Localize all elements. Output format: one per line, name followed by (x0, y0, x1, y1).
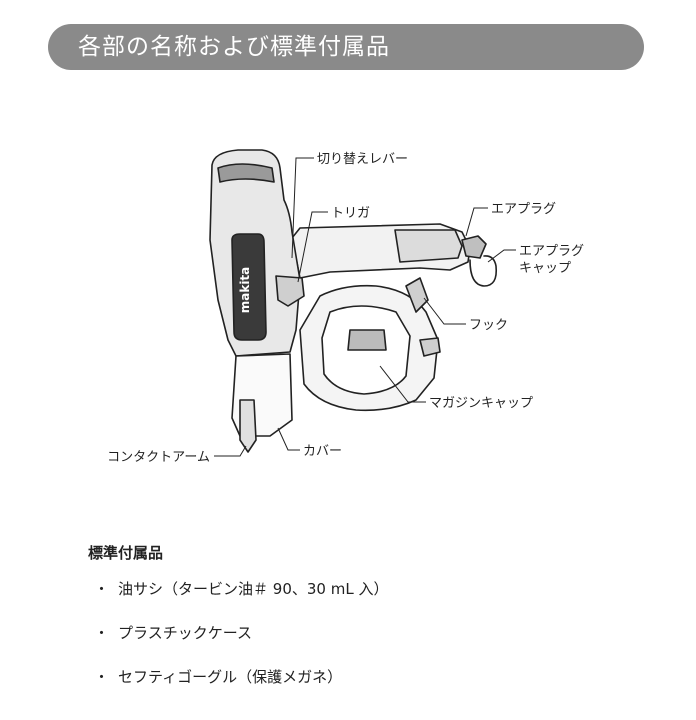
contact-arm (239, 399, 257, 453)
leader-contact-arm (214, 445, 247, 457)
label-contact-arm: コンタクトアーム (107, 450, 210, 465)
label-cover: カバー (303, 444, 342, 459)
head-cap (217, 163, 275, 183)
air-plug-tip (461, 235, 487, 259)
accessory-case: プラスチックケース (118, 624, 252, 642)
leader-air-plug-cap (487, 249, 516, 263)
list-item: ・セフティゴーグル（保護メガネ） (94, 666, 388, 688)
section-title-banner: 各部の名称および標準付属品 (48, 24, 644, 70)
leader-trigger (297, 211, 328, 283)
label-air-plug-cap-line2: キャップ (519, 261, 571, 276)
air-plug-cap-strap (469, 255, 498, 287)
leader-switch-lever (291, 157, 314, 259)
accessories-list: ・油サシ（タービン油＃ 90、30 mL 入） ・プラスチックケース ・セフティ… (94, 578, 388, 710)
brand-logo: makita (238, 267, 252, 314)
magazine-latch (419, 337, 441, 357)
label-trigger: トリガ (331, 206, 370, 221)
brand-panel (231, 233, 267, 341)
label-switch-lever: 切り替えレバー (317, 152, 408, 167)
leader-hook (423, 297, 466, 325)
bullet: ・ (94, 624, 110, 642)
list-item: ・プラスチックケース (94, 622, 388, 644)
leader-magazine-cap (379, 365, 426, 403)
leader-air-plug (465, 207, 488, 237)
label-air-plug: エアプラグ (491, 202, 556, 217)
accessory-oiler: 油サシ（タービン油＃ 90、30 mL 入） (118, 580, 389, 598)
section-title: 各部の名称および標準付属品 (78, 34, 390, 60)
label-hook: フック (469, 318, 508, 333)
list-item: ・油サシ（タービン油＃ 90、30 mL 入） (94, 578, 388, 600)
bullet: ・ (94, 668, 110, 686)
accessory-goggles: セフティゴーグル（保護メガネ） (118, 668, 343, 686)
accessories-title: 標準付属品 (88, 544, 164, 562)
leader-cover (277, 427, 300, 451)
air-plug-body (394, 229, 463, 263)
label-air-plug-cap-line1: エアプラグ (519, 244, 584, 259)
bullet: ・ (94, 580, 110, 598)
trigger (275, 275, 305, 307)
magazine-knob (347, 329, 387, 351)
hook (405, 277, 429, 313)
label-magazine-cap: マガジンキャップ (429, 396, 533, 411)
nailer-diagram: makita 切り替えレバー トリガ エアプラグ エアプラグ キャップ フック … (107, 149, 584, 465)
